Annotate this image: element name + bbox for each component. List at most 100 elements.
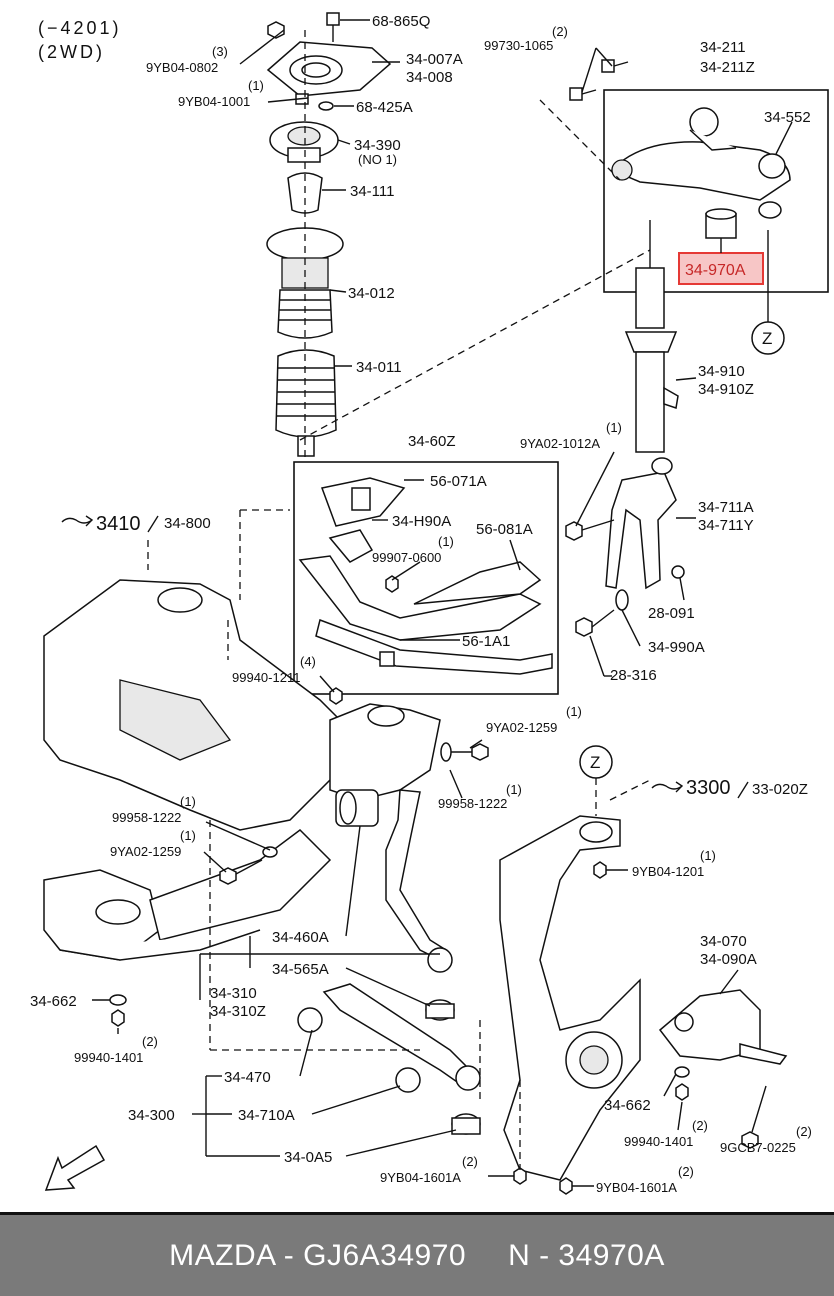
callout-3300: 3300 <box>686 777 731 799</box>
bracket-56-071a <box>320 477 406 527</box>
callout-qty-99907-0600: (1) <box>438 534 454 549</box>
callout-34-662-right: 34-662 <box>604 1097 651 1114</box>
callout-34-211: 34-211 <box>700 39 746 56</box>
callout-34-990a: 34-990A <box>648 639 705 656</box>
callout-34-60z: 34-60Z <box>408 433 456 450</box>
knuckle-bracket <box>329 703 441 801</box>
callout-qty-9yb04-0802: (3) <box>212 44 228 59</box>
callout-34-300: 34-300 <box>128 1107 175 1124</box>
callout-34-460a: 34-460A <box>272 929 329 946</box>
callout-28-316: 28-316 <box>610 667 657 684</box>
callout-qty-99940-1401-left: (2) <box>142 1034 158 1049</box>
callout-34-310z: 34-310Z <box>210 1003 266 1020</box>
bolt-99730-1065 <box>569 59 629 101</box>
callout-34-800: 34-800 <box>164 515 211 532</box>
callout-34-710a: 34-710A <box>238 1107 295 1124</box>
fork-34-711a <box>605 457 677 590</box>
callout-qty-99940-1401-right: (2) <box>692 1118 708 1133</box>
washer-34-990a <box>615 589 629 611</box>
callout-qty-9ya02-1259-upper: (1) <box>566 704 582 719</box>
bushing-34-460a <box>335 789 379 827</box>
knuckle-3300 <box>499 815 641 1181</box>
stabilizer-frame <box>293 461 559 695</box>
callout-33-020z: 33-020Z <box>752 781 808 798</box>
callout-34-711a: 34-711A <box>698 499 754 516</box>
callout-34-111: 34-111 <box>350 183 394 200</box>
callout-68-865q: 68-865Q <box>372 13 430 30</box>
bushing-34-970a <box>705 208 737 239</box>
callout-9yb04-0802: 9YB04-0802 <box>146 60 218 75</box>
callout-qty-9yb04-1001: (1) <box>248 78 264 93</box>
callout-9yb04-1201: 9YB04-1201 <box>632 864 704 879</box>
callout-9ya02-1259-upper: 9YA02-1259 <box>486 720 557 735</box>
callout-9gcb7-0225: 9GCB7-0225 <box>720 1140 796 1155</box>
ref-arrow-3410-icon <box>61 515 94 527</box>
callout-qty-99730-1065: (2) <box>552 24 568 39</box>
arm-34-310 <box>385 789 453 973</box>
callout-34-470: 34-470 <box>224 1069 271 1086</box>
callout-9yb04-1601a-left: 9YB04-1601A <box>380 1170 461 1185</box>
callout-34-008: 34-008 <box>406 69 453 86</box>
mount-34-390 <box>269 121 339 163</box>
callout-34-910: 34-910 <box>698 363 745 380</box>
callout-34-390: 34-390 <box>354 137 401 154</box>
callout-34-090a: 34-090A <box>700 951 757 968</box>
bracket-34-h90a <box>328 529 374 563</box>
callout-34-012: 34-012 <box>348 285 395 302</box>
callout-99958-1222-right: 99958-1222 <box>438 796 507 811</box>
callout-34-711y: 34-711Y <box>698 517 754 534</box>
callout-qty-9yb04-1601a-right: (2) <box>678 1164 694 1179</box>
bolt-9ya02-1259-upper <box>446 743 489 761</box>
bracket-34-070 <box>658 989 788 1065</box>
bushing-34-710a <box>395 1067 421 1093</box>
leader-lines <box>92 19 793 1187</box>
callout-99940-1211: 99940-1211 <box>232 670 300 685</box>
nut-28-091 <box>671 565 685 579</box>
callout-56-081a: 56-081A <box>476 521 533 538</box>
callout-99958-1222-left: 99958-1222 <box>112 810 181 825</box>
washer-99958-1222-upper <box>440 742 452 762</box>
crossmember-34-800 <box>43 579 351 961</box>
range-label: (−4201) <box>38 18 122 38</box>
callout-qty-9ya02-1012a: (1) <box>606 420 622 435</box>
footer-bar: MAZDA - GJ6A34970 N - 34970A <box>0 1212 834 1296</box>
callout-34-007a: 34-007A <box>406 51 463 68</box>
callout-34-565a: 34-565A <box>272 961 329 978</box>
bolt-28-316 <box>575 609 615 637</box>
callout-z-lower: Z <box>590 753 600 772</box>
highlight-box-34-970a <box>678 252 764 285</box>
callout-9ya02-1259-left: 9YA02-1259 <box>110 844 181 859</box>
callout-56-1a1: 56-1A1 <box>462 633 510 650</box>
boot-34-011 <box>275 349 337 457</box>
callout-qty-99940-1211: (4) <box>300 654 316 669</box>
drive-label: (2WD) <box>38 42 105 62</box>
callout-34-552: 34-552 <box>764 109 811 126</box>
bar-56-081a <box>298 555 542 641</box>
callout-99907-0600: 99907-0600 <box>372 550 441 565</box>
callout-99730-1065: 99730-1065 <box>484 38 553 53</box>
callout-56-071a: 56-071A <box>430 473 487 490</box>
parts-diagram: (−4201) (2WD) <box>30 12 829 1195</box>
fwd-arrow-icon <box>44 1144 106 1191</box>
nut-99940-1401-right <box>675 1083 689 1101</box>
washer-34-662-right <box>674 1066 690 1078</box>
bolt-9ya02-1012a <box>565 519 615 541</box>
callout-qty-9yb04-1201: (1) <box>700 848 716 863</box>
callout-9ya02-1012a: 9YA02-1012A <box>520 436 600 451</box>
washer-99958-1222-left <box>262 846 278 858</box>
callout-34-310: 34-310 <box>210 985 257 1002</box>
callout-34-070: 34-070 <box>700 933 747 950</box>
callout-34-970a: 34-970A <box>685 262 746 279</box>
boot-34-565a <box>425 999 455 1021</box>
washer-34-662-left <box>109 994 127 1006</box>
upper-arm-34-211 <box>610 107 791 201</box>
shock-34-910 <box>624 220 679 453</box>
nut-68-865q <box>326 12 340 42</box>
arm-34-300 <box>322 983 481 1091</box>
callout-34-011: 34-011 <box>356 359 402 376</box>
callout-28-091: 28-091 <box>648 605 695 622</box>
callout-34-390-no1: (NO 1) <box>358 152 397 167</box>
bushing-34-470 <box>297 1007 323 1033</box>
plate-34-007a <box>266 41 392 97</box>
bolt-9gcb7-0225 <box>741 1085 767 1149</box>
